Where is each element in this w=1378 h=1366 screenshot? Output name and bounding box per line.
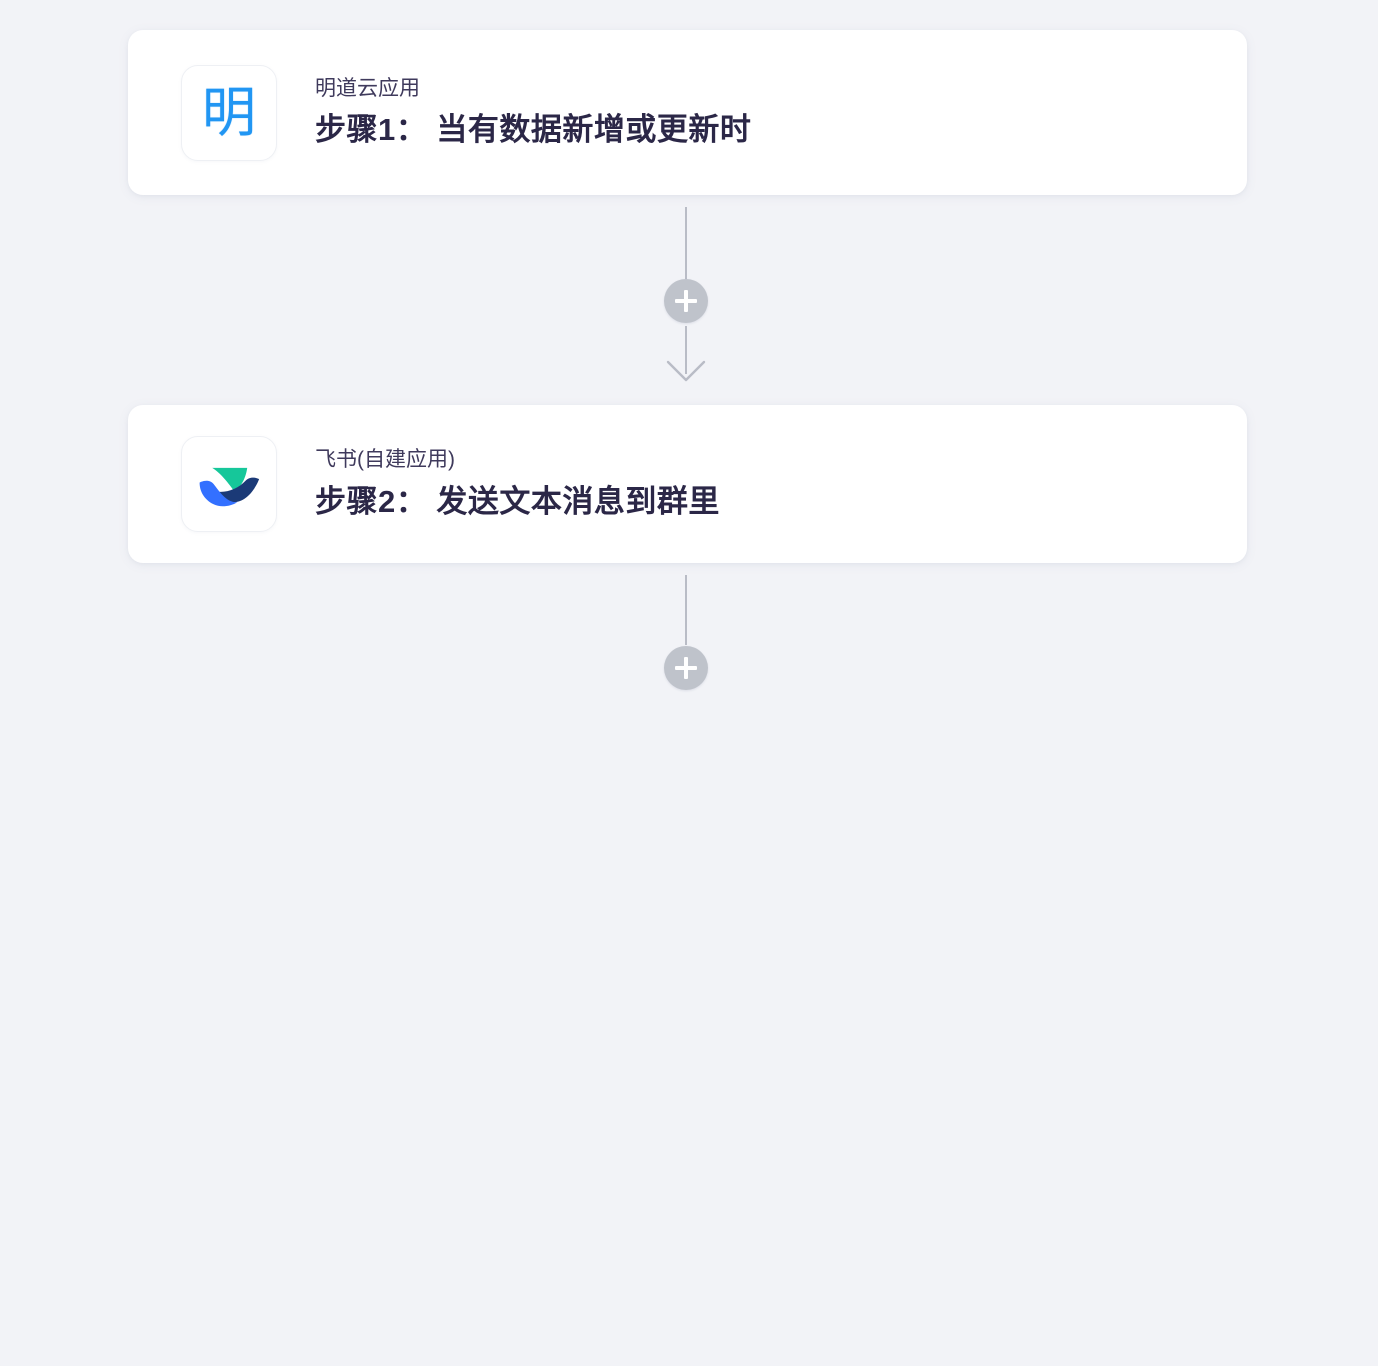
step-card-2-title: 步骤2： 发送文本消息到群里 — [315, 483, 720, 519]
add-step-button-1[interactable] — [664, 279, 708, 323]
add-step-button-2[interactable] — [664, 646, 708, 690]
plus-icon-vertical — [683, 657, 689, 679]
step-card-1-title: 步骤1： 当有数据新增或更新时 — [315, 112, 752, 148]
workflow-step-card-1[interactable]: 明 明道云应用 步骤1： 当有数据新增或更新时 — [128, 30, 1247, 195]
feishu-logo-icon — [199, 467, 260, 507]
connector-2-line-top — [685, 575, 687, 645]
feishu-app-icon — [181, 436, 277, 532]
plus-icon-vertical — [683, 290, 689, 312]
step-card-2-text: 飞书(自建应用) 步骤2： 发送文本消息到群里 — [315, 447, 720, 520]
workflow-step-card-2[interactable]: 飞书(自建应用) 步骤2： 发送文本消息到群里 — [128, 405, 1247, 563]
arrow-down-icon — [666, 360, 706, 382]
step-card-1-app-name: 明道云应用 — [315, 76, 420, 100]
connector-1-line-bottom — [685, 326, 687, 374]
connector-1-line-top — [685, 207, 687, 279]
step-card-1-text: 明道云应用 步骤1： 当有数据新增或更新时 — [315, 76, 751, 149]
ming-character-glyph: 明 — [202, 82, 256, 143]
step-card-2-app-name: 飞书(自建应用) — [315, 448, 455, 472]
mingdaoyun-app-icon: 明 — [181, 64, 277, 161]
